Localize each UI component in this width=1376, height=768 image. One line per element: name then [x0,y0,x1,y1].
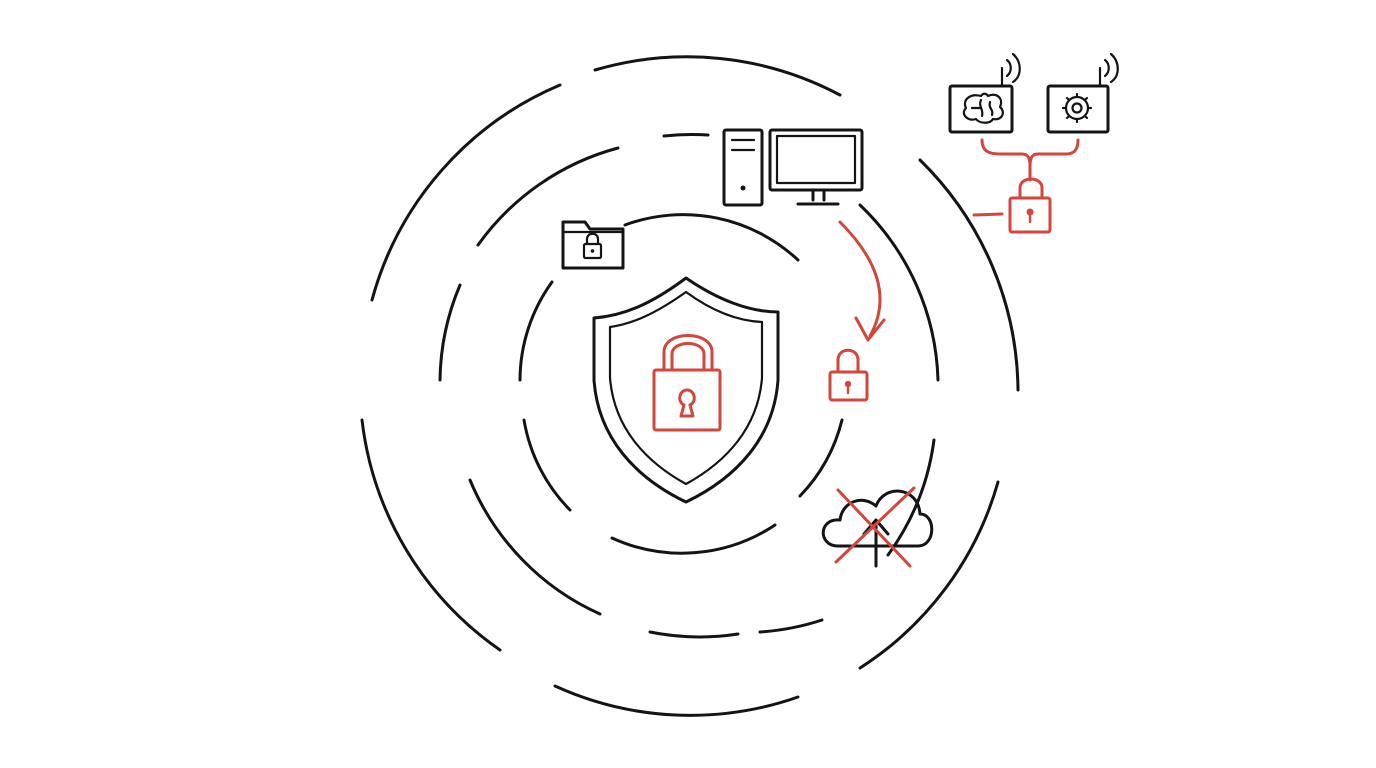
iot-bracket [972,138,1080,217]
ring-padlock-icon [828,348,869,402]
locked-folder-icon [561,220,625,270]
central-padlock-icon [652,334,722,432]
shield-icon [592,276,780,504]
curved-arrow-icon [838,220,886,342]
outer-ring [360,55,1020,717]
middle-ring [438,133,940,639]
cloud-blocked-icon [821,486,934,568]
inner-ring [518,213,844,555]
gear-device-icon [1046,52,1119,134]
desktop-computer-icon [722,128,864,207]
brain-device-icon [948,52,1021,134]
iot-padlock-icon [1008,177,1052,234]
